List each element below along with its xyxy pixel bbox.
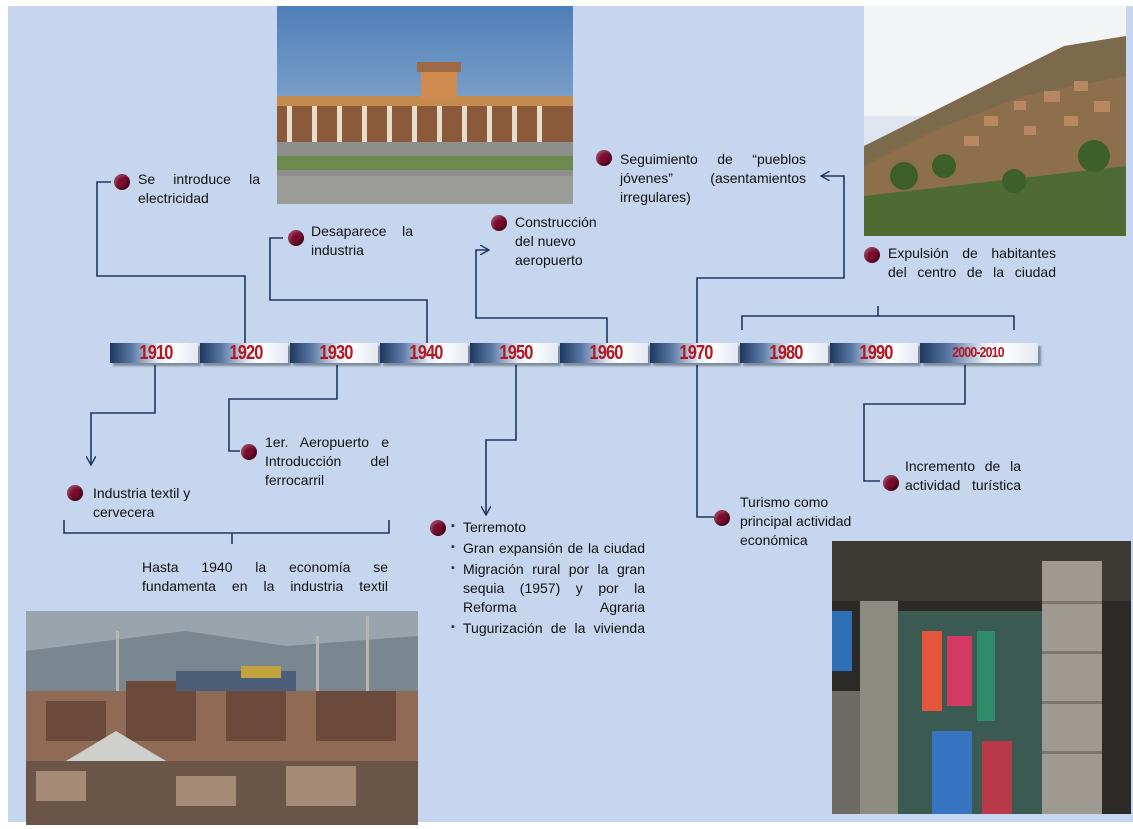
dot-icon [241,444,257,460]
event-aeropuerto-ferrocarril: 1er. Aeropuerto e Introducción del ferro… [265,434,389,488]
timeline-segment [200,343,288,363]
timeline-segment [560,343,648,363]
year-label-1910: 1910 [139,342,173,364]
event-nuevo-aeropuerto: Construcción del nuevo aeropuerto [515,214,597,268]
city-industry-photo [26,611,418,825]
timeline-segment [830,343,918,363]
year-label-2000-2010: 2000-2010 [952,344,1004,361]
year-label-1930: 1930 [319,342,353,364]
year-label-1950: 1950 [499,342,533,364]
event-electricidad: Se introduce la electricidad [138,171,260,206]
year-label-1970: 1970 [679,342,713,364]
events-1950-list: Terremoto Gran expansión de la ciudad Mi… [451,517,645,640]
timeline-segment [380,343,468,363]
year-label-1980: 1980 [769,342,803,364]
list-item-expansion: Gran expansión de la ciudad [451,538,645,558]
timeline-segment [650,343,738,363]
dot-icon [596,150,612,166]
market-gate-photo [832,541,1131,814]
dot-icon [491,215,507,231]
airport-photo [277,6,573,204]
dot-icon [288,230,304,246]
event-pueblos-jovenes: Seguimiento de “pueblos jóvenes” (asenta… [620,151,806,205]
timeline-segment [470,343,558,363]
list-item-migracion: Migración rural por la gran sequia (1957… [451,559,645,617]
event-incremento-turismo: Incremento de la actividad turística [905,458,1021,493]
event-expulsion: Expulsión de habitantes del centro de la… [888,245,1056,280]
dot-icon [883,475,899,491]
note-industria-textil: Hasta 1940 la economía se fundamenta en … [142,559,388,594]
dot-icon [430,520,446,536]
event-industria-textil: Industria textil y cervecera [93,485,191,520]
timeline-segment [290,343,378,363]
dot-icon [714,510,730,526]
dot-icon [114,174,130,190]
event-desaparece-industria: Desaparece la industria [311,223,413,258]
timeline-segment [920,343,1038,363]
year-label-1990: 1990 [859,342,893,364]
timeline-segment [740,343,828,363]
dot-icon [67,485,83,501]
dot-icon [864,247,880,263]
list-item-terremoto: Terremoto [451,517,645,537]
event-turismo: Turismo como principal actividad económi… [740,494,852,548]
hillside-settlements-photo [864,6,1126,236]
year-label-1960: 1960 [589,342,623,364]
year-label-1940: 1940 [409,342,443,364]
timeline-segment [110,343,198,363]
year-label-1920: 1920 [229,342,263,364]
list-item-tugurizacion: Tugurización de la vivienda [451,618,645,638]
